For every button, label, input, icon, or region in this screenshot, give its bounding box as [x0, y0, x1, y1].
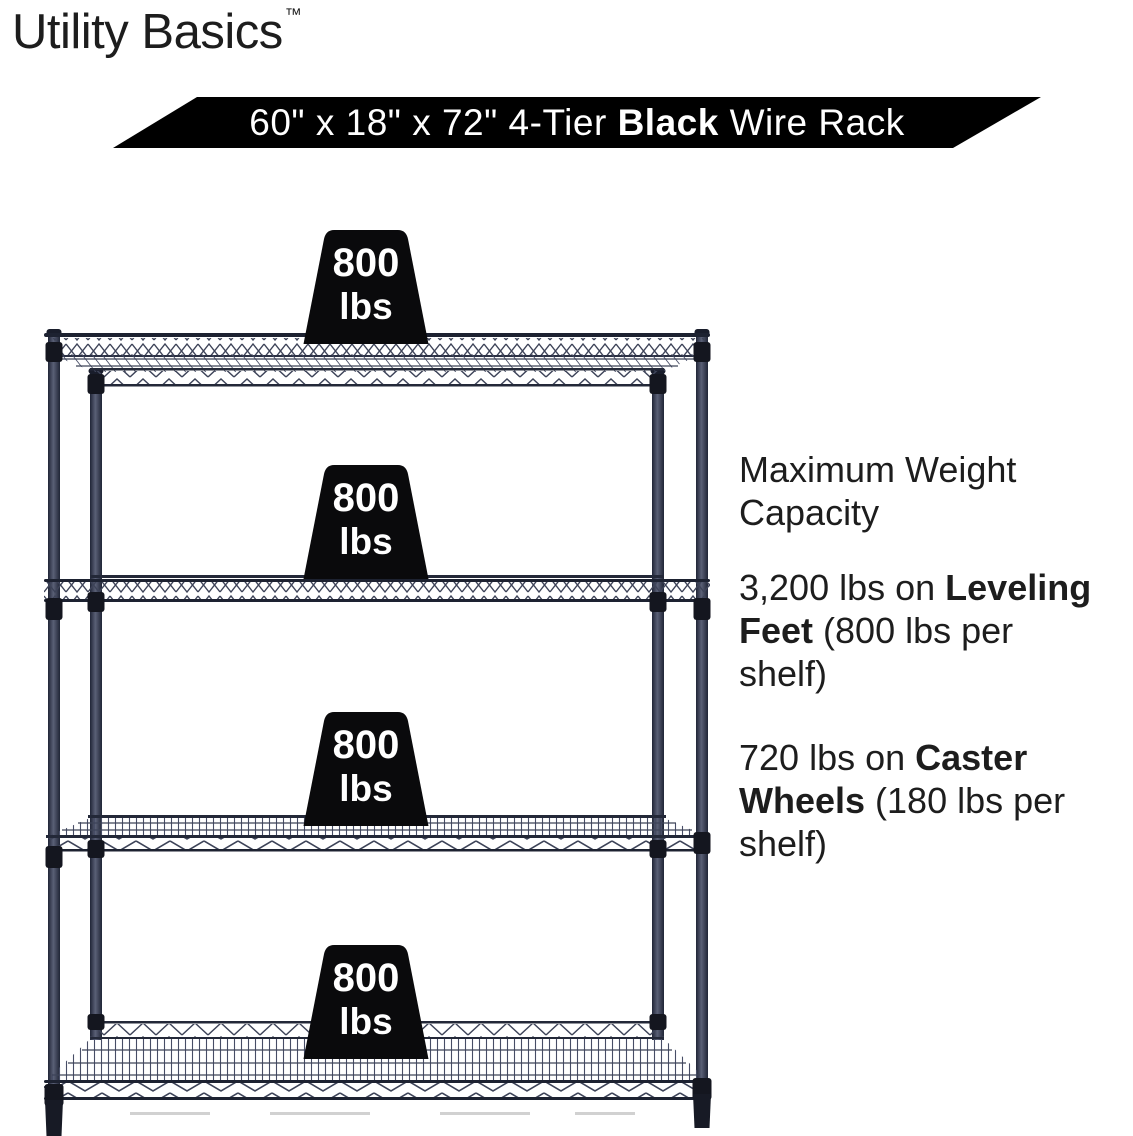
badge-value: 800 [332, 241, 400, 285]
post-collars [44, 342, 712, 1106]
wire-rack-illustration [44, 329, 712, 1136]
weight-shape [303, 230, 429, 344]
badge-unit: lbs [339, 768, 393, 809]
leveling-feet [45, 1094, 711, 1136]
badge-unit: lbs [339, 1001, 393, 1042]
badge-unit: lbs [339, 521, 393, 562]
title-banner: 60" x 18" x 72" 4-Tier Black Wire Rack [113, 97, 1041, 148]
badge-value: 800 [332, 956, 400, 1000]
weight-shape [303, 465, 429, 579]
badge-value: 800 [332, 476, 400, 520]
banner-title: 60" x 18" x 72" 4-Tier Black Wire Rack [249, 101, 905, 143]
trademark-symbol: ™ [284, 5, 302, 24]
badge-value: 800 [332, 723, 400, 767]
weight-shape [303, 712, 429, 826]
weight-shape [303, 945, 429, 1059]
badge-unit: lbs [339, 286, 393, 327]
shelf-4 [44, 1021, 710, 1115]
brand-name: Utility Basics [12, 5, 283, 59]
